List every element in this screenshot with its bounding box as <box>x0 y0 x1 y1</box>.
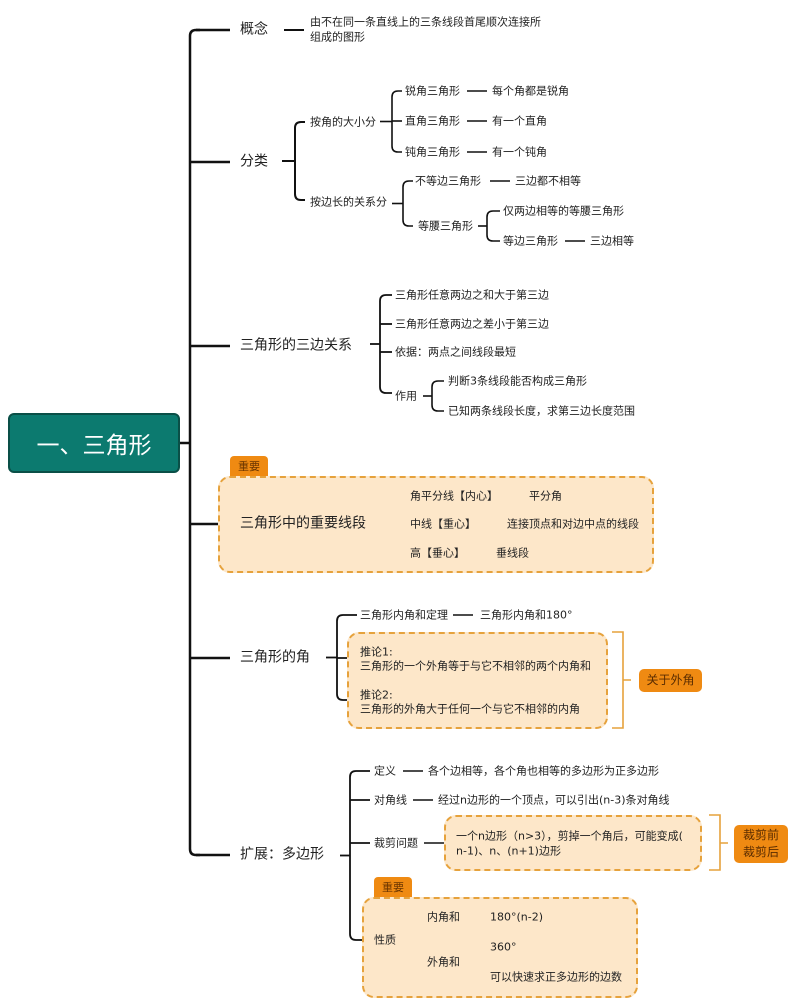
altitude-desc: 垂线段 <box>496 546 529 560</box>
node-acute[interactable]: 锐角三角形 <box>405 84 460 98</box>
node-isosceles[interactable]: 等腰三角形 <box>418 219 473 233</box>
segments-highlight-box <box>218 476 654 573</box>
isosceles-sub1: 仅两边相等的等腰三角形 <box>503 204 624 218</box>
scalene-desc: 三边都不相等 <box>515 174 581 188</box>
important-tag: 重要 <box>230 456 268 476</box>
median-desc: 连接顶点和对边中点的线段 <box>507 517 639 531</box>
summary-bracket <box>709 814 728 871</box>
node-equilateral[interactable]: 等边三角形 <box>503 234 558 248</box>
use-item: 判断3条线段能否构成三角形 <box>448 374 587 388</box>
cut-box <box>444 815 702 871</box>
cut-text-2: n-1)、n、(n+1)边形 <box>456 844 561 858</box>
use-item: 已知两条线段长度，求第三边长度范围 <box>448 404 635 418</box>
bracket <box>402 180 413 227</box>
note-cut-before: 裁剪前 <box>742 828 779 842</box>
bracket <box>431 380 444 412</box>
node-right[interactable]: 直角三角形 <box>405 114 460 128</box>
diagonal-desc: 经过n边形的一个顶点，可以引出(n-3)条对角线 <box>438 793 670 807</box>
concept-text-1: 由不在同一条直线上的三条线段首尾顺次连接所 <box>310 15 541 29</box>
node-diagonal[interactable]: 对角线 <box>374 793 407 807</box>
node-classify[interactable]: 分类 <box>240 153 268 170</box>
corollary1-text: 三角形的一个外角等于与它不相邻的两个内角和 <box>360 659 591 673</box>
bracket <box>486 210 500 242</box>
node-scalene[interactable]: 不等边三角形 <box>415 174 481 188</box>
right-desc: 有一个直角 <box>492 114 547 128</box>
note-exterior-angle[interactable]: 关于外角 <box>639 669 702 692</box>
obtuse-desc: 有一个钝角 <box>492 145 547 159</box>
summary-bracket <box>612 631 631 729</box>
corollary2-text: 三角形的外角大于任何一个与它不相邻的内角 <box>360 702 580 716</box>
bracket <box>379 294 392 394</box>
cut-text-1: 一个n边形（n>3），剪掉一个角后，可能变成( <box>456 829 683 843</box>
corollary2-title: 推论2: <box>360 688 393 702</box>
sides-item: 依据：两点之间线段最短 <box>395 345 516 359</box>
node-sides[interactable]: 三角形的三边关系 <box>240 337 352 354</box>
note-cut-after: 裁剪后 <box>742 845 779 859</box>
node-definition[interactable]: 定义 <box>374 764 396 778</box>
node-segments[interactable]: 三角形中的重要线段 <box>240 515 366 532</box>
node-by-angle[interactable]: 按角的大小分 <box>310 115 376 129</box>
important-tag: 重要 <box>374 877 412 897</box>
exterior-sum-value: 360° <box>490 940 517 954</box>
root-node[interactable]: 一、三角形 <box>8 413 180 473</box>
node-use[interactable]: 作用 <box>395 389 417 403</box>
bracket <box>294 121 305 201</box>
node-angles[interactable]: 三角形的角 <box>240 649 310 666</box>
node-bisector[interactable]: 角平分线【内心】 <box>410 489 498 503</box>
bisector-desc: 平分角 <box>529 489 562 503</box>
note-cut[interactable]: 裁剪前 裁剪后 <box>734 825 788 863</box>
node-interior-sum[interactable]: 内角和 <box>427 910 460 924</box>
corollary1-title: 推论1: <box>360 645 393 659</box>
angle-theorem-desc: 三角形内角和180° <box>480 608 573 622</box>
node-median[interactable]: 中线【重心】 <box>410 517 476 531</box>
concept-text-2: 组成的图形 <box>310 30 365 44</box>
node-concept[interactable]: 概念 <box>240 21 268 38</box>
node-altitude[interactable]: 高【垂心】 <box>410 546 465 560</box>
node-angle-theorem[interactable]: 三角形内角和定理 <box>360 608 448 622</box>
sides-item: 三角形任意两边之和大于第三边 <box>395 288 549 302</box>
trunk <box>188 28 200 857</box>
interior-sum-desc: 180°(n-2) <box>490 910 544 924</box>
exterior-sum-use: 可以快速求正多边形的边数 <box>490 970 622 984</box>
equilateral-desc: 三边相等 <box>590 234 634 248</box>
acute-desc: 每个角都是锐角 <box>492 84 569 98</box>
corollary-box <box>347 632 608 729</box>
node-cut[interactable]: 裁剪问题 <box>374 836 418 850</box>
node-by-side[interactable]: 按边长的关系分 <box>310 195 387 209</box>
bracket <box>349 770 370 941</box>
properties-highlight-box <box>362 897 638 998</box>
node-exterior-sum[interactable]: 外角和 <box>427 955 460 969</box>
definition-desc: 各个边相等，各个角也相等的多边形为正多边形 <box>428 764 659 778</box>
node-properties[interactable]: 性质 <box>374 933 396 947</box>
node-obtuse[interactable]: 钝角三角形 <box>405 145 460 159</box>
node-polygon[interactable]: 扩展：多边形 <box>240 846 324 863</box>
sides-item: 三角形任意两边之差小于第三边 <box>395 317 549 331</box>
